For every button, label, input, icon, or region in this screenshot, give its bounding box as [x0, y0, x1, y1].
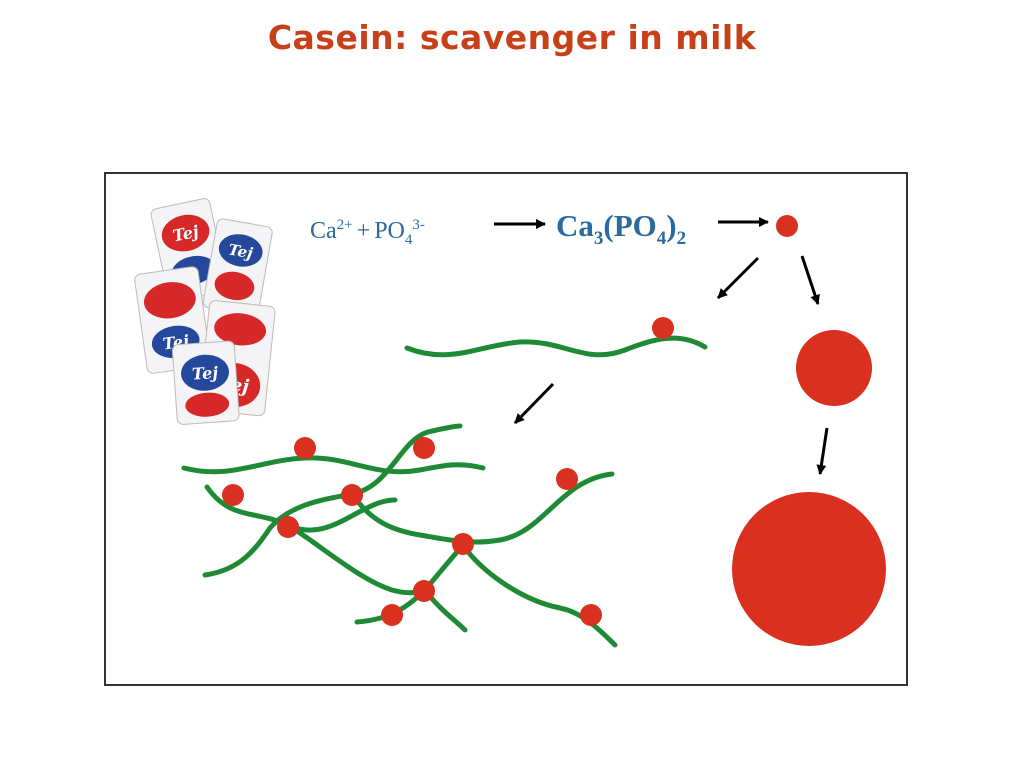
product-subscript-3: 3 — [594, 228, 604, 249]
medium-precipitate — [796, 330, 872, 406]
slide-title: Casein: scavenger in milk — [267, 18, 757, 57]
network-particle — [277, 516, 299, 538]
phosphate-ion: PO — [374, 218, 405, 244]
product-subscript-2: 2 — [677, 228, 687, 249]
milk-bags-image: Tej Tej Tej Tej Tej — [134, 198, 276, 425]
product-calcium: Ca — [556, 208, 594, 243]
calcium-charge: 2+ — [337, 217, 353, 233]
phosphate-charge: 3- — [412, 217, 425, 233]
growth-arrow — [800, 255, 820, 305]
product-subscript-4: 4 — [657, 228, 667, 249]
network-particle — [452, 533, 474, 555]
calcium-phosphate-particle — [776, 215, 798, 237]
product-text: Ca3(PO4)2 — [556, 208, 686, 249]
bag-brand-label: Tej — [227, 240, 255, 262]
network-particle — [413, 437, 435, 459]
casein-binding-arrow — [716, 256, 760, 300]
product-phosphate: PO — [614, 208, 657, 243]
product-open-paren: ( — [603, 208, 613, 243]
plus-sign: + — [357, 218, 371, 244]
network-particle — [294, 437, 316, 459]
product-close-paren: ) — [666, 208, 676, 243]
network-particle — [341, 484, 363, 506]
network-bound-particles — [222, 437, 602, 626]
network-particle — [413, 580, 435, 602]
bag-brand-label: Tej — [191, 363, 219, 384]
large-precipitate — [732, 492, 886, 646]
reactants-text: Ca2++PO43- — [310, 217, 425, 248]
network-particle — [580, 604, 602, 626]
further-growth-arrow — [816, 427, 829, 475]
bound-calcium-phosphate — [652, 317, 674, 339]
network-particle — [556, 468, 578, 490]
phosphate-subscript: 4 — [405, 232, 413, 248]
casein-strand-single — [404, 317, 708, 358]
network-particle — [222, 484, 244, 506]
network-particle — [381, 604, 403, 626]
diagram-frame — [104, 172, 908, 686]
reaction-equation: Ca2++PO43- Ca3(PO4)2 — [310, 208, 769, 249]
calcium-ion: Ca — [310, 218, 337, 244]
aggregation-arrow — [513, 382, 555, 425]
